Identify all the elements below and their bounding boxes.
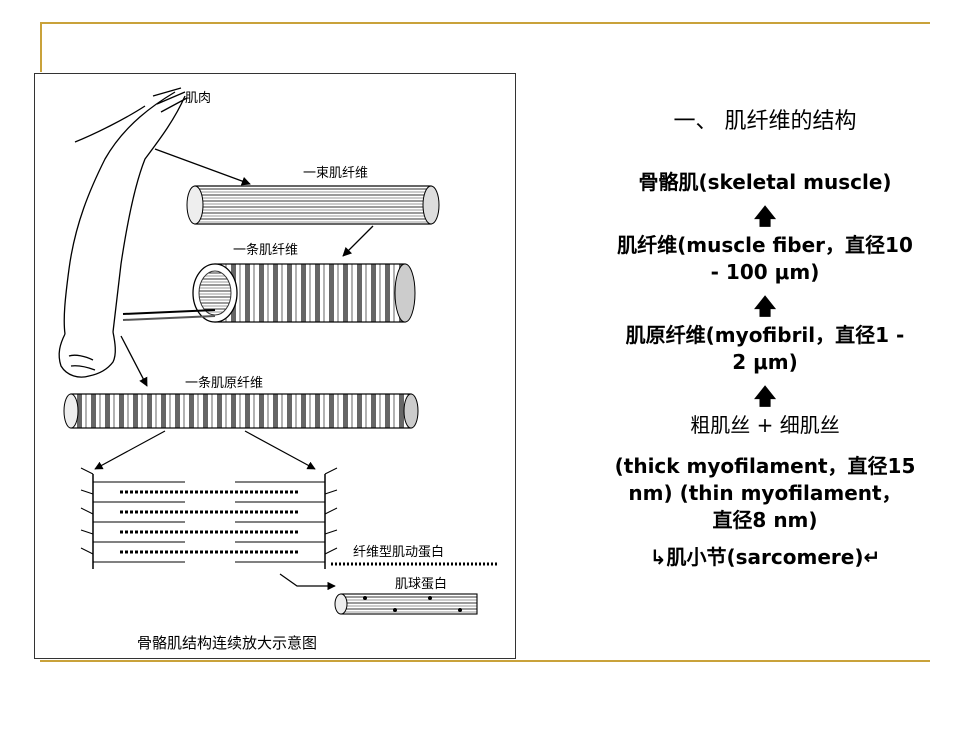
skeletal-muscle-text: 骨骼肌(skeletal muscle) [638,170,892,194]
arrow-up-icon: 🡅 [753,385,777,410]
label-muscle: 肌肉 [185,91,211,106]
muscle-fiber-diameter: - 100 μm) [710,260,820,284]
single-muscle-fiber [122,263,416,323]
bottom-rule [40,660,930,662]
myofibril-diameter: 2 μm) [732,350,798,374]
expand-right [244,430,316,470]
label-myofibril: 一条肌原纤维 [185,375,263,391]
arrow-to-fiber [342,225,374,257]
thin-filament-text: nm) (thin myofilament， [628,481,902,505]
thick-filament [334,593,478,615]
muscle-structure-figure: 肌肉 一束肌纤维 一条肌纤维 一条肌原纤维 [34,73,516,659]
arm-illustration [58,87,188,378]
figure-drawing: 肌肉 一束肌纤维 一条肌纤维 一条肌原纤维 [58,87,497,652]
arrow-to-myofibril [120,335,148,387]
thin-filament-diameter: 直径8 nm) [712,508,818,532]
myofibril [63,393,419,429]
thick-filament-text: (thick myofilament，直径15 [614,454,916,478]
sarcomere-text: ↳肌小节(sarcomere)↵ [649,545,881,569]
label-single-fiber: 一条肌纤维 [233,242,298,258]
label-fiber-bundle: 一束肌纤维 [303,166,368,181]
filaments-text: 粗肌丝 + 细肌丝 [690,413,840,437]
arrow-up-icon: 🡅 [753,205,777,230]
myofibril-text: 肌原纤维(myofibril，直径1 - [625,323,905,347]
arrow-to-bundle [154,148,251,186]
arrow-to-actin [279,573,336,591]
figure-caption: 骨骼肌结构连续放大示意图 [137,634,317,652]
arrow-up-icon: 🡅 [753,295,777,320]
label-fibrous-actin: 纤维型肌动蛋白 [353,544,444,560]
top-rule [40,22,930,24]
text-column: 一、 肌纤维的结构 骨骼肌(skeletal muscle) 🡅 肌纤维(mus… [565,95,965,571]
sarcomere-filaments [80,467,338,569]
fiber-bundle [186,185,440,225]
expand-left [94,430,166,470]
section-title: 一、 肌纤维的结构 [673,109,857,134]
left-rule [40,22,42,72]
muscle-fiber-text: 肌纤维(muscle fiber，直径10 [617,233,913,257]
label-globular-actin: 肌球蛋白 [395,576,447,592]
